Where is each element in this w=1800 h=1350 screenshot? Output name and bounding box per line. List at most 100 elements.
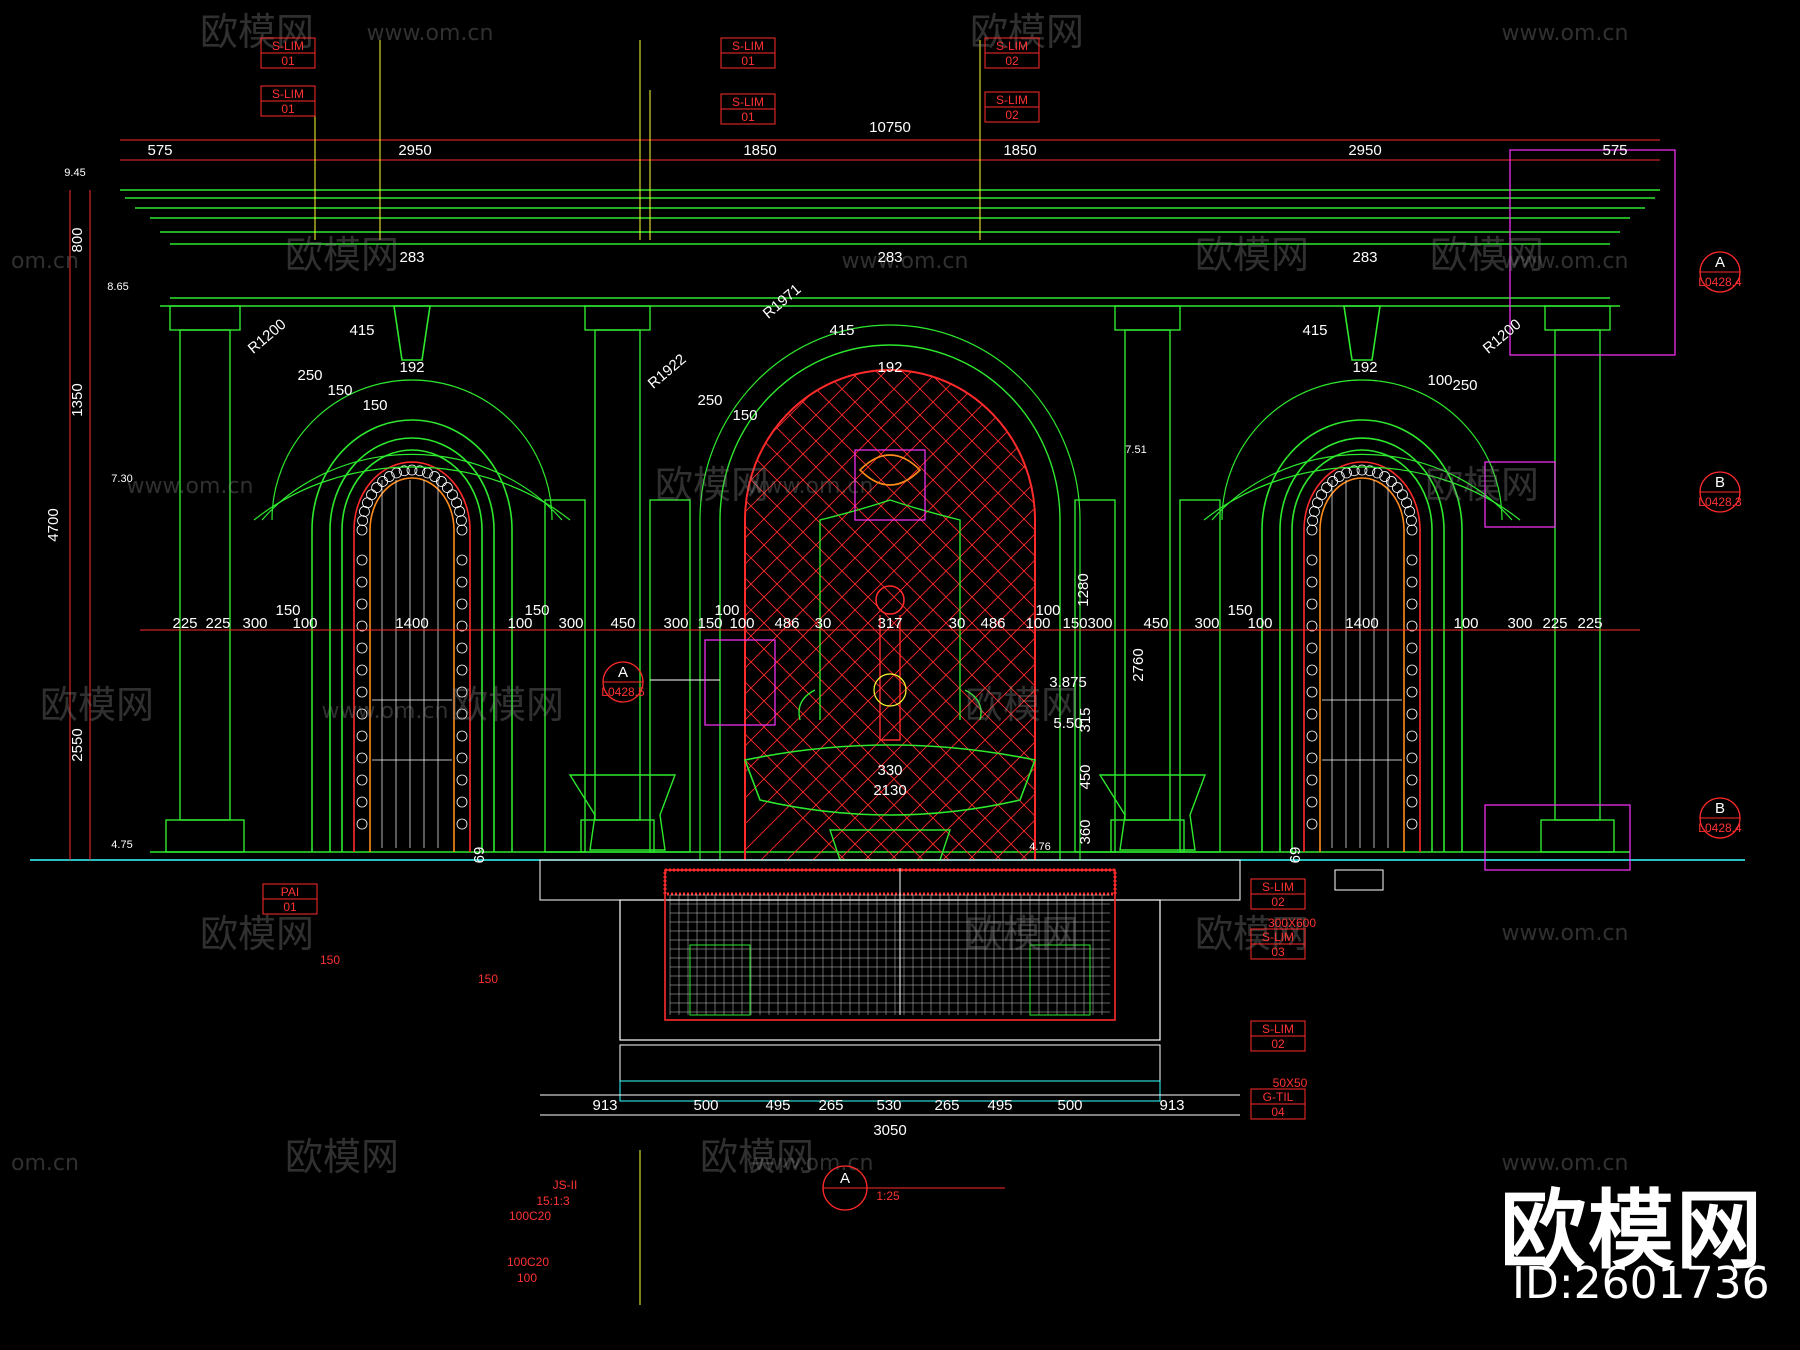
material-tag-number: 01 xyxy=(281,54,295,68)
mid-dimension: 100 xyxy=(729,615,754,632)
arch-dimension: 150 xyxy=(327,382,352,399)
mid-dimension: 100 xyxy=(1247,615,1272,632)
mid-dimension: 450 xyxy=(610,615,635,632)
left-dimension: 2550 xyxy=(69,728,86,761)
column-shaft xyxy=(1124,329,1171,821)
mid-dimension: 1400 xyxy=(395,615,428,632)
arch-dimension: 192 xyxy=(877,359,902,376)
arched-gate xyxy=(253,305,571,852)
level-marker: 8.65 xyxy=(107,281,128,293)
mid-dimension: 486 xyxy=(980,615,1005,632)
level-marker: 9.45 xyxy=(64,167,85,179)
arch-dimension: 150 xyxy=(362,397,387,414)
bottom-note: 100C20 xyxy=(509,1209,551,1223)
material-tag-number: 03 xyxy=(1271,945,1285,959)
bottom-dimension: 913 xyxy=(1159,1097,1184,1114)
watermark-url: www.om.cn xyxy=(747,1151,874,1176)
arch-dimension: R1922 xyxy=(645,351,690,392)
material-tag-code: S-LIM xyxy=(996,93,1028,107)
section-marker-letter: A xyxy=(1715,254,1725,271)
arch-dimension: 250 xyxy=(1452,377,1477,394)
fountain-dimension: 2130 xyxy=(873,782,906,799)
dimension-lines xyxy=(69,40,1676,1305)
mid-dimension: 317 xyxy=(877,615,902,632)
bottom-note: JS-II xyxy=(553,1178,578,1192)
mid-dimension: 300 xyxy=(242,615,267,632)
watermark-text: 欧模网 xyxy=(200,10,314,54)
section-marker-ref: L0428.4 xyxy=(1698,821,1742,835)
mid-small-dimension: 100 xyxy=(1035,602,1060,619)
left-dimension: 4700 xyxy=(45,508,62,541)
mid-dimension: 1400 xyxy=(1345,615,1378,632)
top-dimension: 575 xyxy=(1602,142,1627,159)
bottom-dimension: 265 xyxy=(818,1097,843,1114)
mid-dimension: 300 xyxy=(558,615,583,632)
material-tag-code: S-LIM xyxy=(732,39,764,53)
column-capital xyxy=(1544,305,1611,331)
overall-top-dimension: 10750 xyxy=(869,119,911,136)
bottom-note: 15:1:3 xyxy=(536,1194,570,1208)
watermark-text: 欧模网 xyxy=(700,1135,814,1179)
arch-dimension: 283 xyxy=(877,249,902,266)
planters xyxy=(568,774,1207,851)
mid-dimension: 300 xyxy=(663,615,688,632)
bottom-dimension: 530 xyxy=(876,1097,901,1114)
watermark-url: www.om.cn xyxy=(842,249,969,274)
left-dimension: 1350 xyxy=(69,383,86,416)
section-marker-ref: L0428.5 xyxy=(601,685,645,699)
watermark-url: www.om.cn xyxy=(1502,921,1629,946)
pilaster xyxy=(649,499,691,853)
mid-dimension: 30 xyxy=(949,615,966,632)
arch-dimension: 150 xyxy=(732,407,757,424)
section-marker-ref: L0428.4 xyxy=(1698,275,1742,289)
watermark-text: 欧模网 xyxy=(655,463,769,507)
arch-dimension: R1200 xyxy=(245,316,290,357)
watermark-url-short: om.cn xyxy=(11,1151,79,1176)
top-dimension: 2950 xyxy=(1348,142,1381,159)
level-marker: 4.76 xyxy=(1029,841,1050,853)
column-capital xyxy=(584,305,651,331)
watermark-text: 欧模网 xyxy=(1195,912,1309,956)
mid-small-dimension: 100 xyxy=(714,602,739,619)
bottom-dimension: 500 xyxy=(1057,1097,1082,1114)
material-tag-number: 02 xyxy=(1005,54,1019,68)
fountain-dimension: 69 xyxy=(471,847,488,864)
bottom-note: 100C20 xyxy=(507,1255,549,1269)
fountain-dimension: 330 xyxy=(877,762,902,779)
watermark-url: www.om.cn xyxy=(747,474,874,499)
mid-dimension: 100 xyxy=(292,615,317,632)
level-marker: 7.30 xyxy=(111,473,132,485)
mid-dimension: 225 xyxy=(205,615,230,632)
mid-dimension: 486 xyxy=(774,615,799,632)
mid-dimension: 225 xyxy=(1542,615,1567,632)
drawing-title-scale: 1:25 xyxy=(876,1189,900,1203)
mid-dimension: 150 xyxy=(1062,615,1087,632)
mid-dimension: 30 xyxy=(815,615,832,632)
section-marker: A L0428.4 xyxy=(1698,251,1742,293)
mid-dimension: 300 xyxy=(1194,615,1219,632)
brand-id-text: ID:2601736 xyxy=(1512,1258,1770,1309)
drawing-title: A1:25 xyxy=(822,1165,1005,1211)
level-marker: 4.75 xyxy=(111,839,132,851)
mid-dimension: 100 xyxy=(1025,615,1050,632)
arch-dimension: 250 xyxy=(697,392,722,409)
arch-dimension: 283 xyxy=(399,249,424,266)
mid-dimension: 225 xyxy=(1577,615,1602,632)
arch-dimension: 192 xyxy=(1352,359,1377,376)
top-dimension: 1850 xyxy=(743,142,776,159)
left-dimension: 800 xyxy=(69,227,86,252)
fountain-niche xyxy=(699,324,1081,861)
arch-dimension: 415 xyxy=(829,322,854,339)
column-capital xyxy=(1114,305,1181,331)
watermark-url: www.om.cn xyxy=(367,21,494,46)
arch-dimension: 415 xyxy=(1302,322,1327,339)
material-tag-code: S-LIM xyxy=(272,39,304,53)
fountain-dimension: 5.50 xyxy=(1053,715,1082,732)
